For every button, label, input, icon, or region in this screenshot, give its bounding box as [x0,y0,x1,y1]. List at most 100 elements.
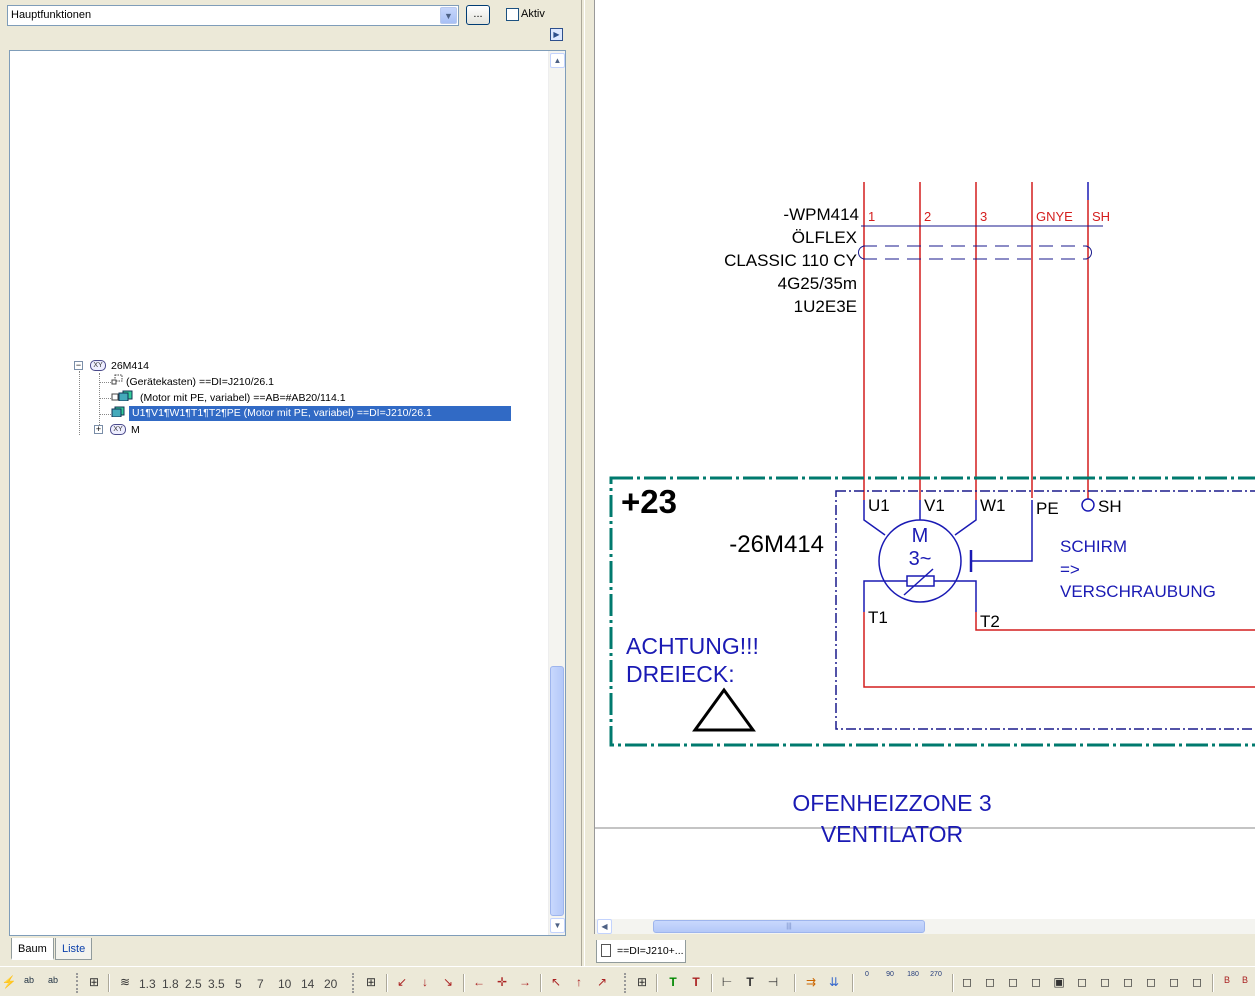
terminal-sh: SH [1098,497,1122,516]
layer-tool-icon[interactable]: ⊞ [636,975,648,989]
tree-item-selected[interactable]: U1¶V1¶W1¶T1¶T2¶PE (Motor mit PE, variabe… [129,406,511,421]
rotate-0-button[interactable]: 0 [865,971,869,978]
play-arrow-icon[interactable]: ▶ [550,28,563,41]
aktiv-checkbox[interactable] [506,8,519,21]
toolbar-grip[interactable] [76,973,79,993]
stroke-width-option[interactable]: 2.5 [185,977,202,991]
document-tab[interactable]: ==DI=J210+... [596,940,686,963]
panel-splitter[interactable] [572,0,594,966]
toolbar-separator [852,974,854,992]
stroke-width-option[interactable]: 1.3 [139,977,156,991]
arrow-down-left-icon[interactable]: ↙ [396,975,408,989]
stroke-width-option[interactable]: 7 [257,977,264,991]
move-center-icon[interactable]: ✛ [496,975,508,989]
arrow-up-right-icon[interactable]: ↗ [596,975,608,989]
lightning-icon[interactable]: ⚡ [1,975,17,989]
toolbar-separator [108,974,110,992]
cable-type-line1: ÖLFLEX [792,228,857,247]
schirm-note-line1: SCHIRM [1060,537,1127,556]
toolbar-grip[interactable] [624,973,627,993]
stroke-width-option[interactable]: 20 [324,977,338,991]
expand-toggle[interactable]: + [94,424,103,434]
box-icon[interactable]: ◻ [1100,975,1110,989]
page-title-line1: OFENHEIZZONE 3 [792,790,991,816]
toolbar-grip[interactable] [352,973,355,993]
align-right-icon[interactable]: ⊣ [767,975,779,989]
box-icon[interactable]: ◻ [1146,975,1156,989]
rotate-90-button[interactable]: 90 [886,971,894,978]
line-width-icon[interactable]: ≋ [119,975,131,989]
box-icon[interactable]: ◻ [1192,975,1202,989]
box-icon[interactable]: ◻ [962,975,972,989]
box-center-icon[interactable]: ▣ [1053,975,1065,989]
delta-triangle [692,687,756,732]
arrow-down-right-icon[interactable]: ↘ [442,975,454,989]
schematic-canvas[interactable]: 1 2 3 GNYE SH -WPM414 ÖLFLEX CLASSIC 110… [594,0,1255,934]
text-tool-green-icon[interactable]: T [669,975,677,989]
stroke-width-option[interactable]: 10 [278,977,292,991]
tree-scrollbar[interactable]: ▲ ▼ [548,51,565,935]
arrow-up-icon[interactable]: ↑ [576,975,582,989]
box-icon[interactable]: ◻ [985,975,995,989]
arrow-right-icon[interactable]: → [519,975,531,989]
text-style-icon[interactable]: B [1241,975,1248,985]
bottom-toolbar: ⚡ ab ab ⊞ ≋ 1.3 1.8 2.5 3.5 5 7 10 14 20… [0,966,1255,996]
box-icon[interactable]: ◻ [1008,975,1018,989]
xy-icon: XY [90,360,106,371]
box-icon[interactable]: ◻ [1031,975,1041,989]
arrow-up-left-icon[interactable]: ↖ [550,975,562,989]
tab-liste[interactable]: Liste [55,938,93,960]
box-icon[interactable]: ◻ [1077,975,1087,989]
text-format-b-icon[interactable]: ab [47,975,58,985]
tree-item-m[interactable]: M [131,424,140,436]
collapse-toggle[interactable]: − [74,360,83,370]
move-text-icon[interactable]: ⇉ [805,975,817,989]
text-tool-red-icon[interactable]: T [692,975,700,989]
canvas-hscrollbar[interactable]: ◀ ||| [595,919,1255,934]
scroll-down-icon[interactable]: ▼ [550,918,565,933]
scroll-left-icon[interactable]: ◀ [597,919,612,934]
terminal-t1: T1 [868,608,888,627]
arrow-left-icon[interactable]: ← [473,975,485,989]
scroll-thumb[interactable]: ||| [653,920,925,933]
function-select[interactable]: Hauptfunktionen ▼ [7,5,459,26]
move-down-icon[interactable]: ⇊ [828,975,840,989]
text-format-a-icon[interactable]: ab [23,975,34,985]
layer-tool-icon[interactable]: ⊞ [365,975,377,989]
tab-baum[interactable]: Baum [11,938,54,960]
text-tool-icon[interactable]: T [746,975,754,989]
shield-terminal [1081,498,1095,512]
layer-tool-icon[interactable]: ⊞ [88,975,100,989]
toolbar-separator [540,974,542,992]
box-outline-icon [111,374,123,385]
rotate-270-button[interactable]: 270 [930,971,942,978]
scroll-thumb[interactable] [550,666,564,916]
cable-shield [858,245,1092,260]
motor-symbol [863,500,1089,612]
box-icon[interactable]: ◻ [1123,975,1133,989]
stroke-width-option[interactable]: 1.8 [162,977,179,991]
more-options-button[interactable]: ... [466,5,490,25]
warning-line1: ACHTUNG!!! [626,633,759,659]
page-icon [601,944,611,957]
tree-item-geraetekasten[interactable]: (Gerätekasten) ==DI=J210/26.1 [126,376,274,388]
cable-size: 4G25/35m [778,274,857,293]
xy-icon: XY [110,424,126,435]
schirm-note-line2: => [1060,560,1080,579]
chevron-down-icon[interactable]: ▼ [440,7,457,24]
tree-view[interactable]: − XY 26M414 (Gerätekasten) ==DI=J210/26.… [9,50,566,936]
box-icon[interactable]: ◻ [1169,975,1179,989]
stroke-width-option[interactable]: 3.5 [208,977,225,991]
stroke-width-option[interactable]: 14 [301,977,315,991]
text-style-icon[interactable]: B [1223,975,1230,985]
align-left-icon[interactable]: ⊢ [721,975,733,989]
scroll-up-icon[interactable]: ▲ [550,53,565,68]
arrow-down-icon[interactable]: ↓ [422,975,428,989]
device-box [835,490,1255,730]
rotate-180-button[interactable]: 180 [907,971,919,978]
stroke-width-option[interactable]: 5 [235,977,242,991]
tree-item-26m414[interactable]: 26M414 [111,360,149,372]
tree-item-motor-ab[interactable]: (Motor mit PE, variabel) ==AB=#AB20/114.… [140,392,346,404]
motor-object-icon [111,390,133,401]
terminal-pe: PE [1036,499,1059,518]
